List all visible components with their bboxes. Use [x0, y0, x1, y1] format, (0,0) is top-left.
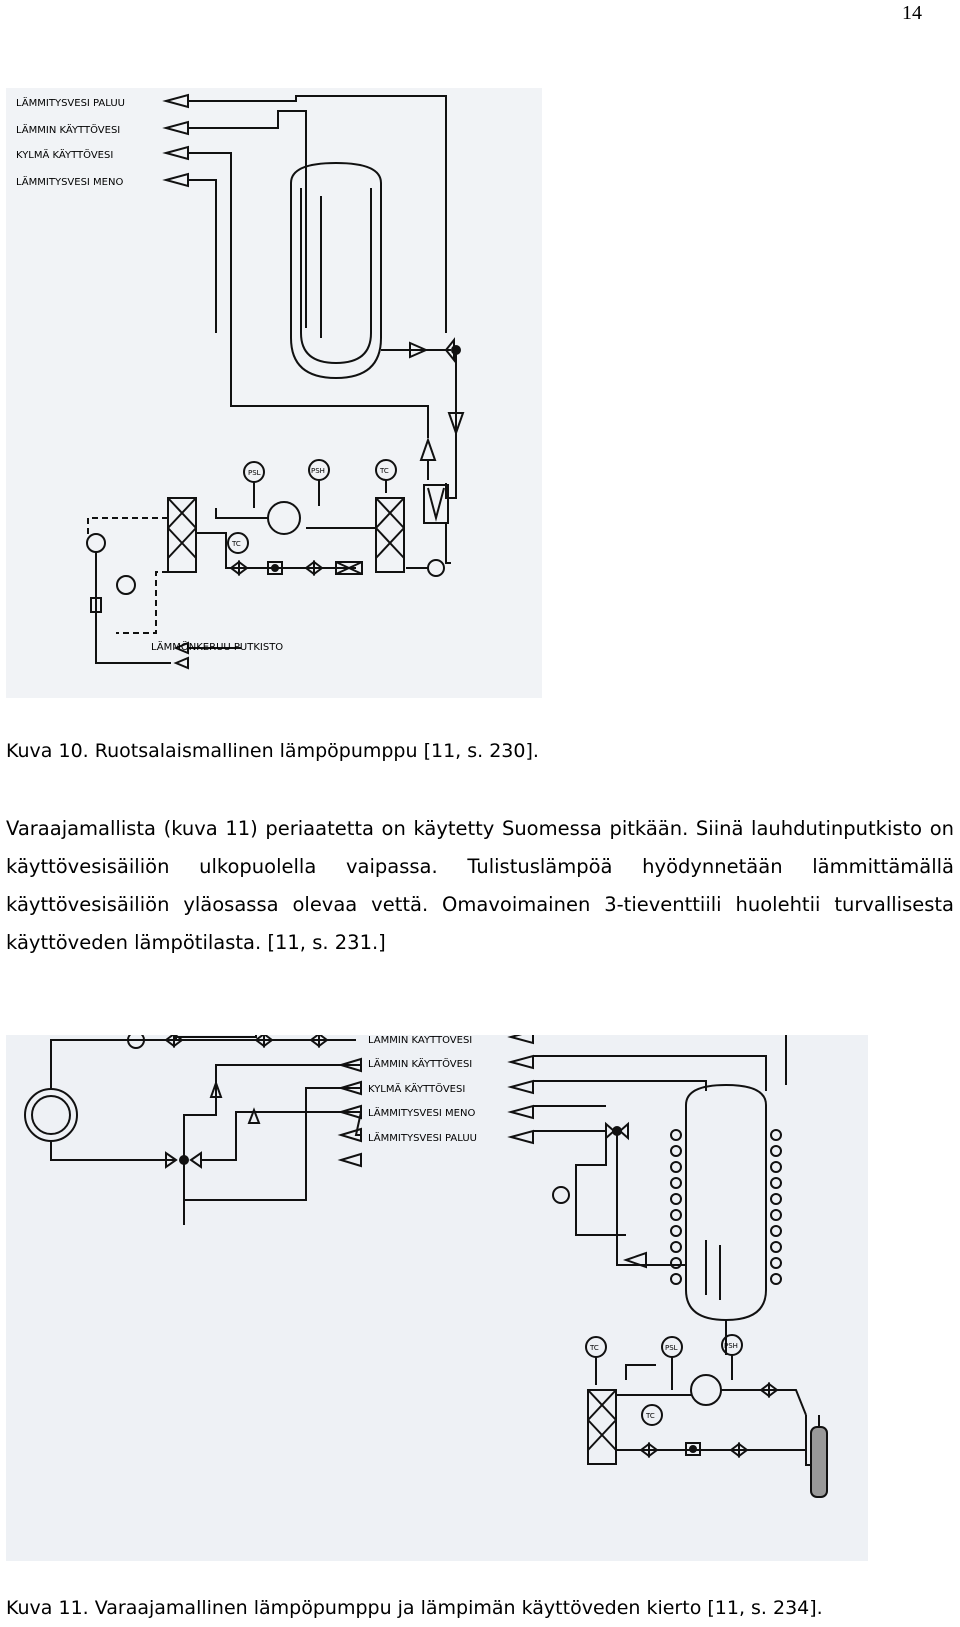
fig2-label-hot-water-1: LÄMMIN KÄYTTÖVESI — [368, 1035, 472, 1046]
figure-2-caption: Kuva 11. Varaajamallinen lämpöpumppu ja … — [6, 1597, 823, 1619]
fig2-label-cold-water: KYLMÄ KÄYTTÖVESI — [368, 1082, 465, 1095]
figure-2-diagram: LÄMMIN KÄYTTÖVESI LÄMMIN KÄYTTÖVESI KYLM… — [6, 1035, 868, 1561]
page-number: 14 — [902, 2, 922, 24]
fig1-label-hot-water: LÄMMIN KÄYTTÖVESI — [16, 123, 120, 136]
fig2-tc-bottom: TC — [645, 1412, 655, 1420]
fig2-label-return: LÄMMITYSVESI PALUU — [368, 1131, 477, 1144]
fig1-label-return: LÄMMITYSVESI PALUU — [16, 96, 125, 109]
fig2-psh: PSH — [724, 1342, 738, 1350]
fig1-label-collector: LÄMMÖNKERUU PUTKISTO — [151, 640, 283, 653]
fig1-label-cold-water: KYLMÄ KÄYTTÖVESI — [16, 148, 113, 161]
fig2-label-supply: LÄMMITYSVESI MENO — [368, 1106, 475, 1119]
fig1-tc-valve: TC — [231, 540, 241, 548]
body-paragraph: Varaajamallista (kuva 11) periaatetta on… — [6, 817, 954, 954]
figure-1-caption: Kuva 10. Ruotsalaismallinen lämpöpumppu … — [6, 740, 539, 762]
fig2-label-hot-water-2: LÄMMIN KÄYTTÖVESI — [368, 1057, 472, 1070]
figure-1-diagram: LÄMMITYSVESI PALUU LÄMMIN KÄYTTÖVESI KYL… — [6, 88, 542, 698]
fig1-tc-top: TC — [379, 467, 389, 475]
fig1-psl: PSL — [248, 469, 261, 477]
fig1-label-supply: LÄMMITYSVESI MENO — [16, 175, 123, 188]
fig2-tc-left: TC — [589, 1344, 599, 1352]
fig2-psl: PSL — [665, 1344, 678, 1352]
fig1-psh: PSH — [311, 467, 325, 475]
